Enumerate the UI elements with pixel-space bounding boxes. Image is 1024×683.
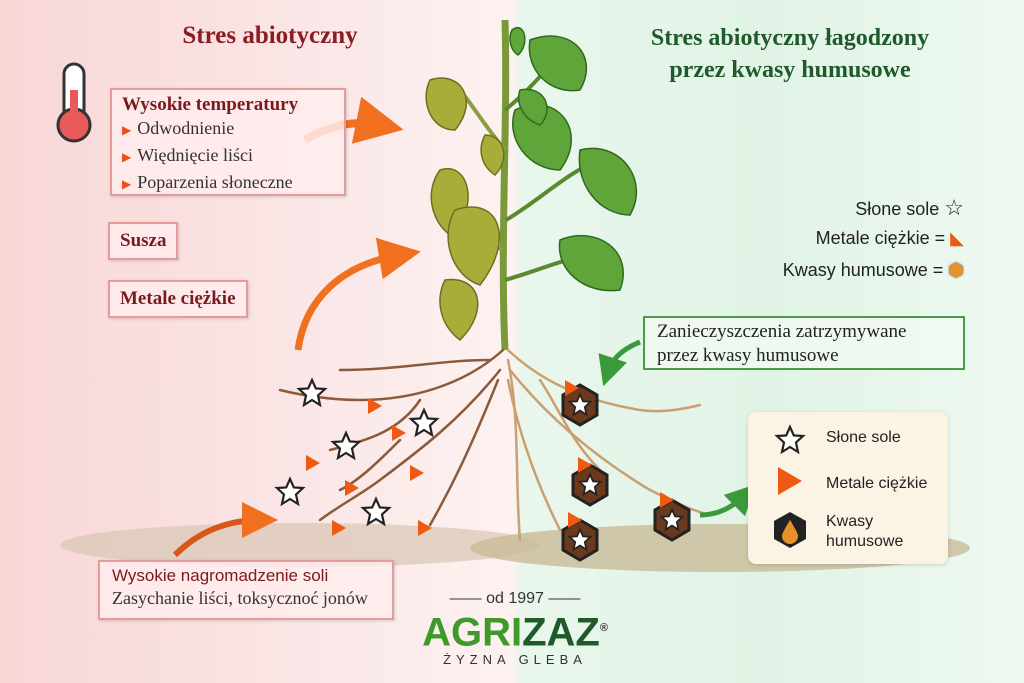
salt-stars-left (275, 378, 439, 526)
humic-drop-icon (774, 512, 806, 548)
legend-box-humic: Kwasy humusowe (826, 512, 903, 552)
star-icon (775, 425, 805, 454)
drought-label: Susza (108, 222, 179, 260)
heat-heading: Wysokie temperatury (122, 94, 299, 115)
legend-box-humic-line2: humusowe (826, 533, 904, 550)
salt-box: Wysokie nagromadzenie soli Zasychanie li… (98, 560, 394, 620)
logo-since-text: od 1997 (486, 590, 544, 607)
triangle-icon (332, 520, 346, 536)
right-title: Stres abiotyczny łagodzony przez kwasy h… (600, 22, 980, 86)
triangle-icon (306, 455, 320, 471)
legend-humic: Kwasy humusowe = ⬢ (783, 260, 964, 281)
heat-item: ▶ Odwodnienie (122, 116, 334, 143)
triangle-icon (778, 467, 802, 495)
triangle-icon (418, 520, 432, 536)
arrow-retained (598, 339, 641, 387)
salt-text: Zasychanie liści, toksycznoć jonów (112, 588, 368, 608)
arrow-salt (172, 502, 278, 558)
star-icon (331, 431, 361, 460)
salt-heading: Wysokie nagromadzenie soli (112, 566, 329, 585)
heat-box: Wysokie temperatury ▶ Odwodnienie ▶ Więdni… (110, 88, 346, 196)
logo-since: —— od 1997 —— (449, 590, 581, 607)
legend-metals-label: Metale ciężkie = (815, 228, 946, 248)
legend-salts-label: Słone sole (855, 199, 940, 219)
triangle-icon (345, 480, 359, 496)
bullet-triangle-icon: ▶ (122, 177, 132, 191)
legend-box-icons (774, 425, 806, 548)
right-title-line1: Stres abiotyczny łagodzony (650, 25, 930, 51)
wilted-leaves (425, 77, 505, 341)
left-title: Stres abiotyczny (182, 22, 358, 49)
heat-item: ▶ Poparzenia słoneczne (122, 170, 334, 197)
legend-box-humic-line1: Kwasy (826, 513, 874, 530)
heat-item-label: Odwodnienie (137, 118, 235, 138)
star-icon (361, 497, 391, 526)
logo-brand-part2: ZAZ (522, 610, 600, 655)
triangle-icon: ◣ (950, 228, 964, 248)
legend-humic-label: Kwasy humusowe = (782, 260, 944, 280)
logo-tagline: ŻYZNA GLEBA (443, 652, 587, 668)
triangle-icon (392, 425, 406, 441)
hexagon-icon: ⬢ (948, 260, 964, 280)
thermometer-icon (56, 62, 92, 143)
legend-box: Słone sole Metale ciężkie Kwasy humusowe (748, 412, 948, 564)
legend-box-salts: Słone sole (826, 429, 901, 446)
retained-box: Zanieczyszczenia zatrzymywane przez kwas… (643, 316, 965, 370)
agrizaz-logo: —— od 1997 —— AGRIZAZ® ŻYZNA GLEBA (390, 590, 640, 667)
arrow-legend (699, 484, 756, 518)
healthy-leaves (509, 27, 637, 292)
legend-metals: Metale ciężkie = ◣ (816, 228, 964, 249)
bullet-triangle-icon: ▶ (122, 123, 132, 137)
star-icon (297, 378, 327, 407)
legend-box-metals: Metale ciężkie (826, 475, 928, 492)
metal-triangles-left (306, 398, 432, 536)
logo-brand: AGRIZAZ® (390, 608, 640, 652)
star-icon: ☆ (944, 195, 964, 220)
triangle-icon (368, 398, 382, 414)
star-icon (409, 408, 439, 437)
metals-label: Metale ciężkie (108, 280, 248, 318)
bullet-triangle-icon: ▶ (122, 150, 132, 164)
humic-bound-particles (561, 380, 691, 562)
star-icon (275, 477, 305, 506)
right-title-line2: przez kwasy humusowe (669, 57, 911, 83)
retained-line2: przez kwasy humusowe (657, 345, 839, 366)
triangle-icon (410, 465, 424, 481)
legend-salts: Słone sole ☆ (855, 195, 964, 221)
arrow-drought (294, 237, 421, 351)
logo-brand-part1: AGRI (422, 610, 523, 655)
heat-item: ▶ Więdnięcie liści (122, 143, 334, 170)
heat-item-label: Poparzenia słoneczne (137, 172, 293, 192)
heat-item-label: Więdnięcie liści (137, 145, 253, 165)
logo-registered: ® (599, 622, 608, 634)
retained-line1: Zanieczyszczenia zatrzymywane (657, 321, 907, 342)
